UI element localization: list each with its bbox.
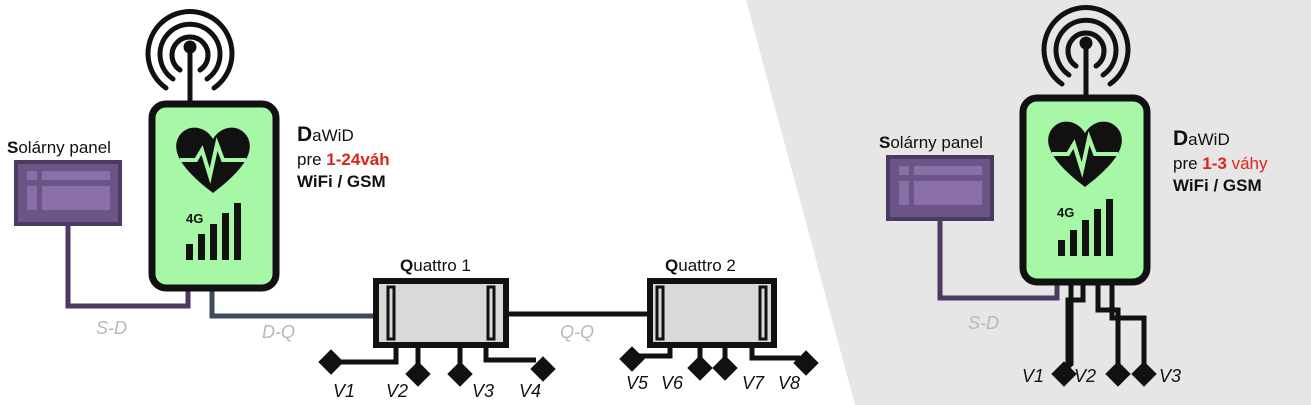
signal-label: 4G bbox=[186, 211, 204, 226]
scale-label-v1-right: V1 bbox=[1022, 366, 1045, 386]
scale-label-v8: V8 bbox=[778, 373, 801, 393]
device-connectivity: WiFi / GSM bbox=[297, 172, 386, 191]
quattro2-box bbox=[647, 278, 777, 348]
quattro2-label: Quattro 2 bbox=[665, 256, 736, 276]
device-name-initial: D bbox=[297, 123, 313, 146]
solar-rest: olárny panel bbox=[18, 138, 111, 157]
quattro1-scale-wires bbox=[338, 345, 536, 372]
device-name-initial-right: D bbox=[1173, 127, 1189, 150]
scale-diamond-icon bbox=[712, 355, 738, 381]
quattro1-initial: Q bbox=[400, 256, 414, 275]
antenna-icon bbox=[1041, 5, 1131, 101]
scale-diamond-icon bbox=[405, 361, 431, 387]
signal-bars-icon bbox=[1058, 199, 1113, 256]
scale-diamond-icon bbox=[793, 350, 819, 376]
sd-wire bbox=[937, 219, 1060, 301]
device-name-rest-right: aWiD bbox=[1188, 130, 1230, 149]
dq-wire bbox=[209, 290, 378, 319]
scale-diamond-icon bbox=[687, 355, 713, 381]
dq-connection-label: D-Q bbox=[262, 322, 295, 342]
device-body bbox=[1019, 94, 1151, 286]
solar-panel-icon bbox=[14, 160, 122, 226]
device-body bbox=[148, 100, 280, 292]
qq-connection-label: Q-Q bbox=[560, 322, 594, 342]
scale-diamond-icon bbox=[318, 349, 344, 375]
quattro1-label: Quattro 1 bbox=[400, 256, 471, 276]
device-connectivity-right: WiFi / GSM bbox=[1173, 176, 1262, 195]
quattro1-rest: uattro 1 bbox=[413, 256, 471, 275]
device-capacity-suffix-right: váhy bbox=[1226, 154, 1268, 173]
scale-label-v3-right: V3 bbox=[1159, 366, 1182, 386]
quattro1-scales bbox=[318, 349, 556, 387]
scale-label-v2-right: V2 bbox=[1074, 366, 1097, 386]
scale-label-v7: V7 bbox=[742, 373, 765, 393]
device-line2-prefix: pre bbox=[297, 150, 327, 169]
solar-panel-label: Solárny panel bbox=[7, 138, 111, 158]
antenna-icon bbox=[145, 9, 235, 107]
device-label-right: DaWiD pre 1-3 váhy WiFi / GSM bbox=[1173, 126, 1268, 197]
quattro2-rest: uattro 2 bbox=[678, 256, 736, 275]
device-capacity: 1-24váh bbox=[326, 150, 390, 169]
scale-label-v1: V1 bbox=[333, 381, 356, 401]
solar-initial: S bbox=[7, 138, 19, 157]
quattro2-scales bbox=[619, 346, 819, 381]
solar-rest-right: olárny panel bbox=[890, 133, 983, 152]
device-name-rest: aWiD bbox=[312, 126, 354, 145]
sd-connection-label-right: S-D bbox=[968, 313, 999, 333]
device-capacity-right: 1-3 bbox=[1202, 154, 1227, 173]
scale-diamond-icon bbox=[619, 346, 645, 372]
sd-wire bbox=[65, 224, 191, 309]
quattro2-initial: Q bbox=[665, 256, 679, 275]
scale-label-v5: V5 bbox=[626, 373, 649, 393]
sd-connection-label: S-D bbox=[96, 318, 127, 338]
scale-label-v2: V2 bbox=[386, 381, 409, 401]
scale-diamond-icon bbox=[530, 356, 556, 382]
device-label: DaWiD pre 1-24váh WiFi / GSM bbox=[297, 122, 390, 193]
device-line2-prefix-right: pre bbox=[1173, 154, 1203, 173]
signal-label-right: 4G bbox=[1057, 205, 1075, 220]
solar-initial-right: S bbox=[879, 133, 891, 152]
scale-label-v3: V3 bbox=[472, 381, 495, 401]
solar-panel-icon bbox=[886, 155, 994, 221]
signal-bars-icon bbox=[186, 203, 241, 260]
solar-panel-label-right: Solárny panel bbox=[879, 133, 983, 153]
scale-diamond-icon bbox=[447, 361, 473, 387]
scale-label-v6: V6 bbox=[661, 373, 684, 393]
quattro1-box bbox=[373, 278, 509, 348]
scale-label-v4: V4 bbox=[519, 381, 542, 401]
